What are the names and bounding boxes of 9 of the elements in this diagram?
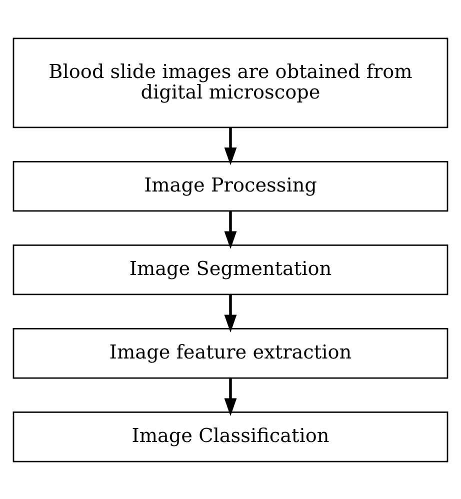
arrow bbox=[224, 378, 237, 416]
arrow bbox=[224, 210, 237, 249]
node-box: Image feature extraction bbox=[12, 328, 448, 378]
node-box: Image Processing bbox=[12, 160, 448, 212]
node-box: Image Classification bbox=[12, 411, 448, 462]
node-box: Blood slide images are obtained from digital microscope bbox=[12, 37, 448, 128]
node-box: Image Segmentation bbox=[12, 244, 448, 295]
arrow bbox=[224, 127, 237, 165]
arrow bbox=[224, 294, 237, 332]
